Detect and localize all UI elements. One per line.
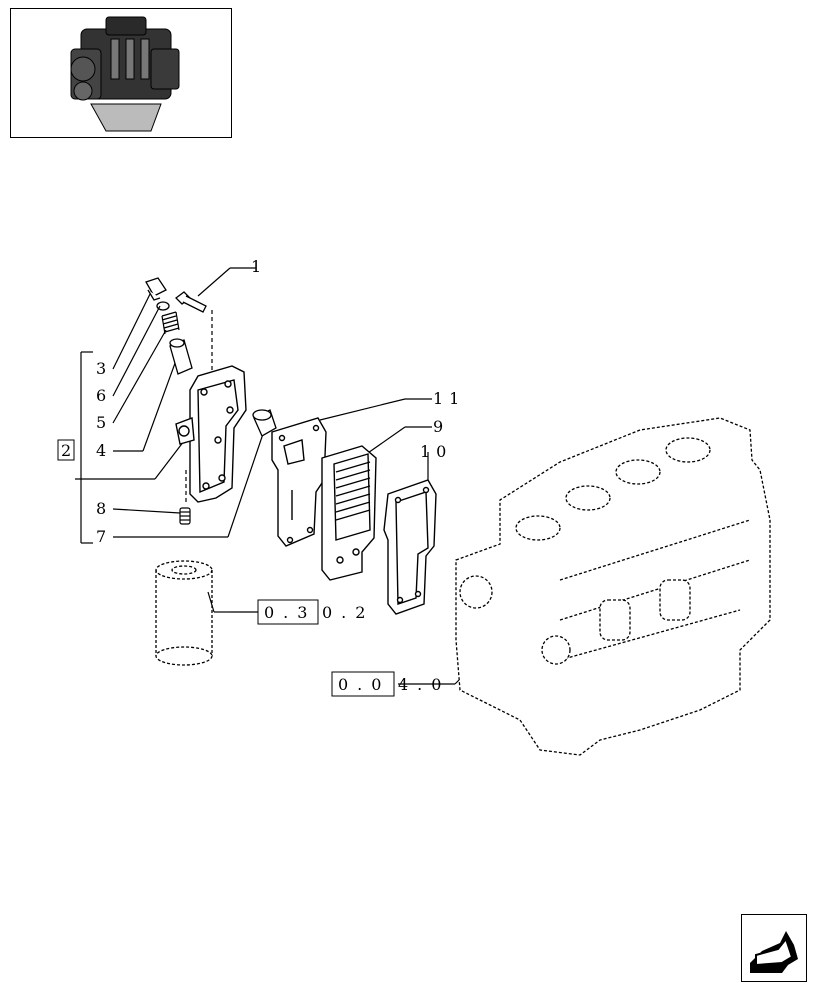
callout-11: 11: [433, 389, 465, 408]
next-page-button[interactable]: [741, 914, 807, 982]
callout-7: 7: [96, 527, 112, 546]
gasket-part: [271, 417, 327, 547]
callout-9: 9: [433, 417, 449, 436]
bolt-part: [175, 291, 207, 313]
block-ref-box[interactable]: [331, 671, 395, 697]
callout-4: 4: [96, 441, 112, 460]
filter-ref-boxed[interactable]: 0.3: [264, 603, 316, 622]
oil-cooler-part: [321, 445, 377, 581]
callout-2-box: [57, 439, 75, 461]
engine-thumbnail-frame: [10, 8, 232, 138]
small-plug-part: [179, 507, 191, 525]
callout-3: 3: [96, 359, 112, 378]
engine-icon: [70, 16, 180, 132]
callout-2: 2: [61, 441, 77, 460]
sleeve-part: [252, 409, 277, 437]
spring-part: [161, 311, 180, 335]
callout-5: 5: [96, 413, 112, 432]
housing-assembly-part: [175, 365, 247, 503]
cooler-gasket-part: [383, 479, 437, 615]
next-page-arrow-icon: [750, 931, 798, 973]
block-ref-tail: 4.0: [398, 675, 450, 694]
valve-part: [169, 338, 193, 375]
callout-1: 1: [251, 257, 267, 276]
o-ring-part: [156, 301, 170, 311]
callout-6: 6: [96, 386, 112, 405]
filter-ref-tail: 0.2: [322, 603, 374, 622]
callout-10: 10: [420, 442, 452, 461]
block-ref-boxed[interactable]: 0.0: [338, 675, 390, 694]
plug-part: [145, 277, 167, 301]
engine-block-part: [455, 417, 771, 756]
filter-ref-box[interactable]: [257, 599, 319, 625]
callout-8: 8: [96, 499, 112, 518]
oil-filter-part: [155, 560, 213, 666]
